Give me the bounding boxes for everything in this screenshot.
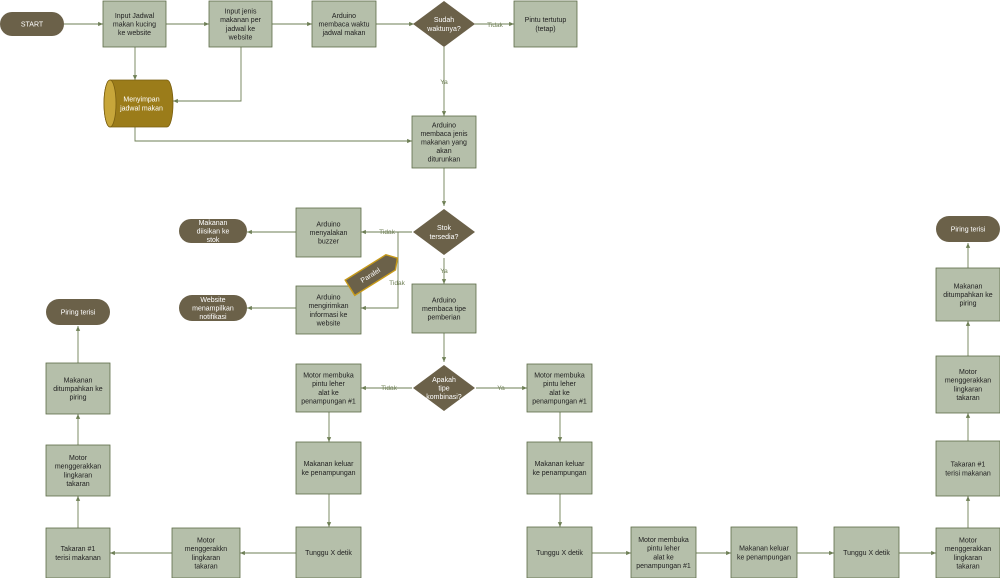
edge-jenis-db — [173, 47, 242, 104]
tunggu-a-box-label: Tunggu X detik — [305, 550, 352, 557]
piring-a-terminal: Piring terisi — [46, 299, 110, 325]
label-tidak-stok: Tidak — [379, 229, 395, 236]
paralel-tag: Paralel — [344, 253, 399, 297]
tunggu-b-box-label: Tunggu X detik — [536, 550, 583, 557]
label-tidak-info: Tidak — [389, 280, 405, 287]
edge-db-arduino-jenis — [134, 127, 412, 144]
label-tidak-kombinasi: Tidak — [381, 385, 397, 392]
pintu-tertutup-box-label: Pintu tertutup(tetap) — [525, 17, 567, 33]
tunggu-c-box-label: Tunggu X detik — [843, 550, 890, 557]
start-terminal-label: START — [21, 21, 44, 28]
piring-b-terminal: Piring terisi — [936, 216, 1000, 242]
tunggu-b-box: Tunggu X detik — [526, 526, 593, 578]
tunggu-a-box: Tunggu X detik — [295, 526, 362, 578]
label-ya-sudah: Ya — [440, 79, 448, 86]
label-ya-kombinasi: Ya — [497, 385, 505, 392]
label-ya-stok: Ya — [440, 268, 448, 275]
edge-stok-info — [361, 232, 399, 311]
tunggu-c-box: Tunggu X detik — [833, 526, 900, 578]
label-tidak-sudah: Tidak — [487, 22, 503, 29]
start-terminal: START — [0, 12, 64, 36]
piring-b-terminal-label: Piring terisi — [951, 226, 986, 233]
pintu-tertutup-box: Pintu tertutup(tetap) — [513, 0, 578, 48]
piring-a-terminal-label: Piring terisi — [61, 309, 96, 316]
